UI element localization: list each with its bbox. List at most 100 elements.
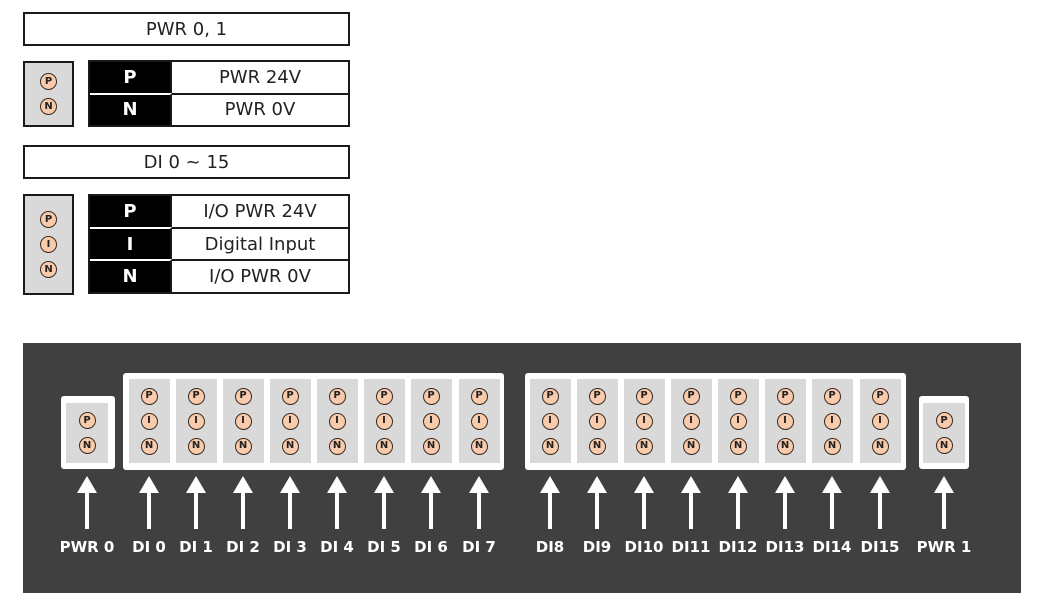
pin-i-icon: I xyxy=(422,412,440,430)
pin-p-icon: P xyxy=(682,387,700,405)
pin-p-icon: P xyxy=(871,387,889,405)
di-legend-title: DI 0 ~ 15 xyxy=(23,145,350,179)
terminal-label: DI 1 xyxy=(179,538,213,556)
up-arrow-icon xyxy=(870,476,890,529)
terminal-label: DI12 xyxy=(718,538,758,556)
pin-p-icon: P xyxy=(40,73,57,90)
pin-i-icon: I xyxy=(729,412,747,430)
up-arrow-icon xyxy=(934,476,954,529)
pin-n-icon: N xyxy=(140,437,158,455)
pin-p-icon: P xyxy=(281,387,299,405)
pin-i-icon: I xyxy=(234,412,252,430)
pin-i-icon: I xyxy=(588,412,606,430)
pwr-legend-table: P PWR 24V N PWR 0V xyxy=(88,60,350,127)
pwr-legend-title-text: PWR 0, 1 xyxy=(145,18,228,40)
pin-p-icon: P xyxy=(823,387,841,405)
pin-p-icon: P xyxy=(541,387,559,405)
legend-key: P xyxy=(90,62,172,93)
up-arrow-icon xyxy=(822,476,842,529)
pin-p-icon: P xyxy=(78,412,96,429)
pin-n-icon: N xyxy=(375,437,393,455)
up-arrow-icon xyxy=(327,476,347,529)
up-arrow-icon xyxy=(186,476,206,529)
di-legend-row: P I/O PWR 24V xyxy=(90,196,348,227)
legend-value: I/O PWR 24V xyxy=(203,200,317,222)
terminal-label: DI 0 xyxy=(132,538,166,556)
up-arrow-icon xyxy=(139,476,159,529)
terminal-label: DI14 xyxy=(812,538,852,556)
pin-n-icon: N xyxy=(78,437,96,454)
pin-p-icon: P xyxy=(375,387,393,405)
pwr-legend-title: PWR 0, 1 xyxy=(23,12,350,46)
pin-n-icon: N xyxy=(40,98,57,115)
pin-n-icon: N xyxy=(682,437,700,455)
di-legend-terminal: P I N xyxy=(23,194,74,295)
pin-p-icon: P xyxy=(422,387,440,405)
pin-p-icon: P xyxy=(40,211,57,228)
pin-i-icon: I xyxy=(823,412,841,430)
pin-p-icon: P xyxy=(635,387,653,405)
legend-key: I xyxy=(90,226,172,260)
pin-n-icon: N xyxy=(187,437,205,455)
legend-key: P xyxy=(90,196,172,227)
pin-n-icon: N xyxy=(470,437,488,455)
legend-value: PWR 24V xyxy=(218,66,302,88)
terminal-label: DI 3 xyxy=(273,538,307,556)
up-arrow-icon xyxy=(280,476,300,529)
pin-p-icon: P xyxy=(776,387,794,405)
up-arrow-icon xyxy=(775,476,795,529)
pin-i-icon: I xyxy=(776,412,794,430)
pin-n-icon: N xyxy=(635,437,653,455)
pin-n-icon: N xyxy=(935,437,953,454)
pin-i-icon: I xyxy=(375,412,393,430)
pin-p-icon: P xyxy=(140,387,158,405)
di-legend-row: N I/O PWR 0V xyxy=(90,259,348,293)
pin-n-icon: N xyxy=(40,261,57,278)
terminal-label: DI15 xyxy=(860,538,900,556)
pin-i-icon: I xyxy=(140,412,158,430)
terminal-label: DI10 xyxy=(624,538,664,556)
pin-n-icon: N xyxy=(776,437,794,455)
up-arrow-icon xyxy=(587,476,607,529)
up-arrow-icon xyxy=(634,476,654,529)
terminal-label: DI 7 xyxy=(462,538,496,556)
terminal-label: DI 4 xyxy=(320,538,354,556)
terminal-label: DI13 xyxy=(765,538,805,556)
pin-n-icon: N xyxy=(729,437,747,455)
pin-p-icon: P xyxy=(234,387,252,405)
pwr-legend-row: P PWR 24V xyxy=(90,62,348,93)
legend-value: I/O PWR 0V xyxy=(209,266,311,288)
pin-i-icon: I xyxy=(470,412,488,430)
pin-n-icon: N xyxy=(281,437,299,455)
pin-n-icon: N xyxy=(588,437,606,455)
terminal-label: DI8 xyxy=(535,538,565,556)
pin-i-icon: I xyxy=(541,412,559,430)
pin-n-icon: N xyxy=(422,437,440,455)
up-arrow-icon xyxy=(233,476,253,529)
up-arrow-icon xyxy=(421,476,441,529)
terminal-label: PWR 1 xyxy=(916,538,972,556)
up-arrow-icon xyxy=(728,476,748,529)
legend-key: N xyxy=(90,92,172,125)
terminal-label: DI 6 xyxy=(414,538,448,556)
legend-value: PWR 0V xyxy=(224,99,296,121)
up-arrow-icon xyxy=(374,476,394,529)
pin-i-icon: I xyxy=(871,412,889,430)
pin-i-icon: I xyxy=(328,412,346,430)
pin-n-icon: N xyxy=(541,437,559,455)
